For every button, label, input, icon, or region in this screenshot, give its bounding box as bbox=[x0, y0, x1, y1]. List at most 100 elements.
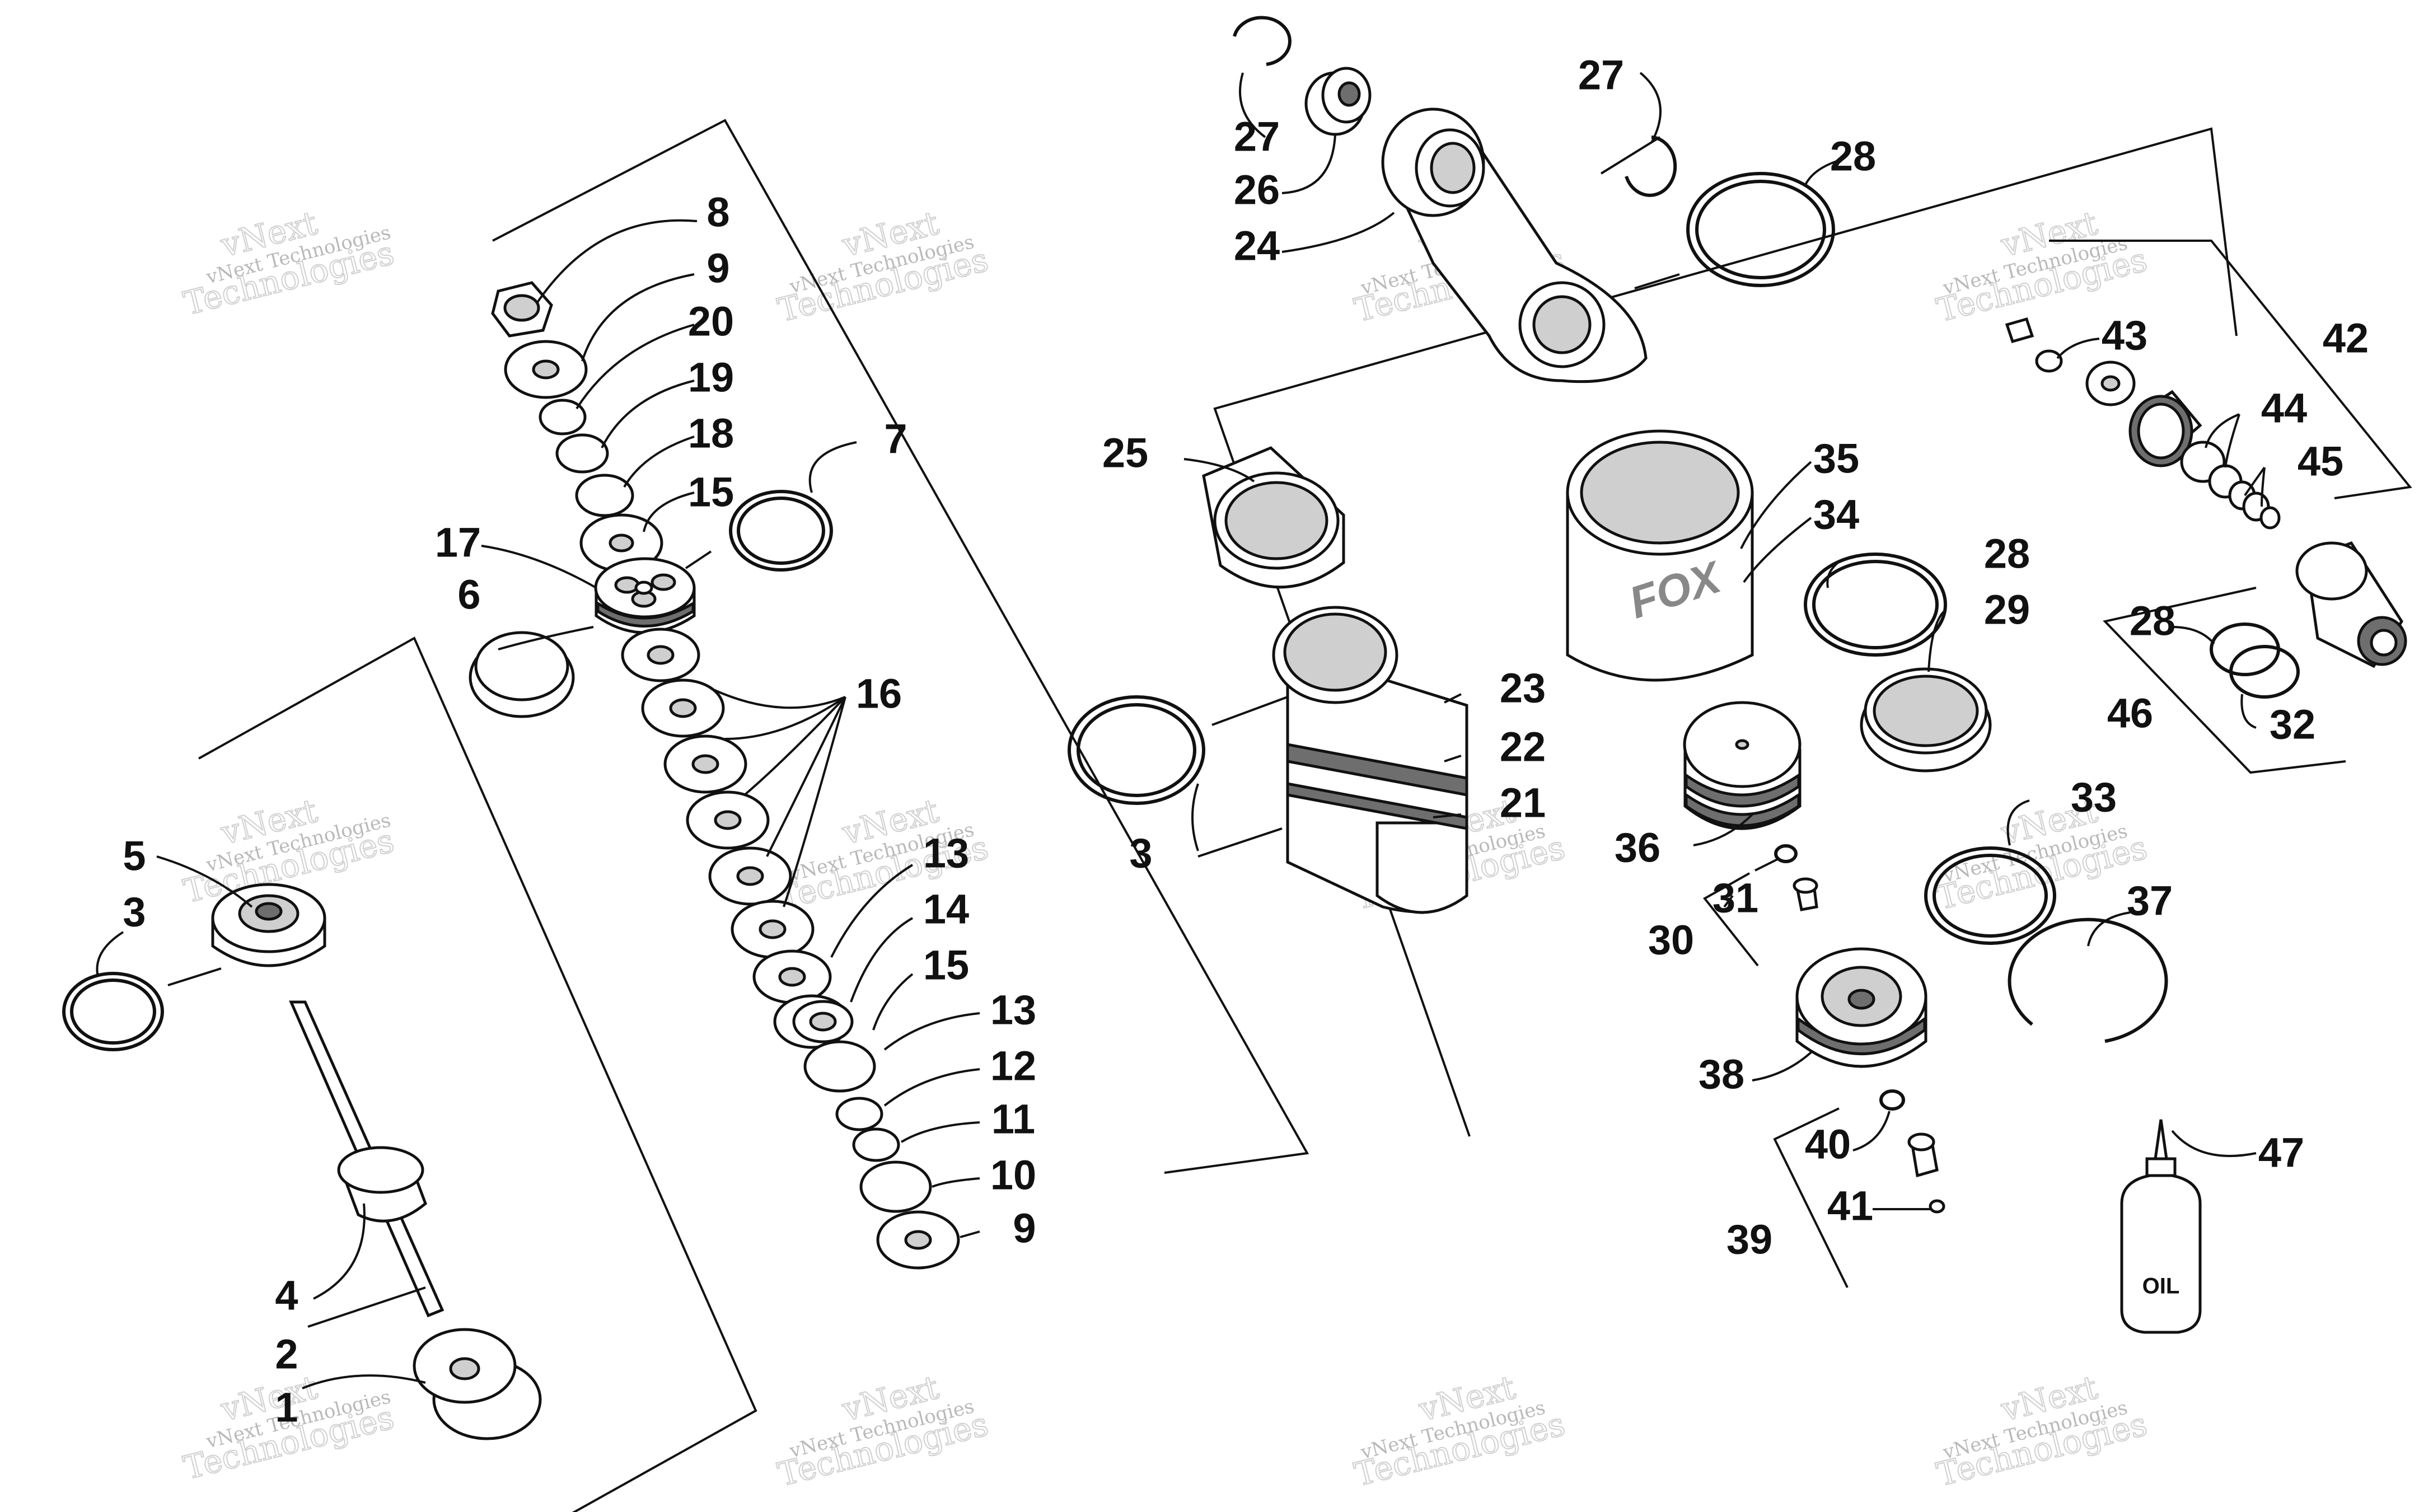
bracket-adjuster-rings bbox=[2103, 587, 2346, 774]
callout-8: 8 bbox=[706, 189, 729, 236]
callout-27-right: 27 bbox=[1578, 52, 1624, 99]
body-assembly: FOX bbox=[1068, 16, 2407, 1334]
callout-46: 46 bbox=[2107, 690, 2153, 737]
callout-16: 16 bbox=[856, 671, 902, 717]
callout-32: 32 bbox=[2270, 701, 2315, 748]
callout-1: 1 bbox=[275, 1384, 298, 1431]
shim-part-19 bbox=[555, 433, 609, 474]
callout-20: 20 bbox=[688, 298, 734, 345]
valve-parts-group-30 bbox=[1774, 844, 1818, 911]
spherical-bearing-part-26 bbox=[1304, 67, 1372, 136]
callout-40: 40 bbox=[1805, 1121, 1851, 1168]
callout-14: 14 bbox=[923, 886, 969, 933]
callout-43: 43 bbox=[2102, 312, 2147, 359]
shock-body-tube bbox=[1272, 606, 1468, 914]
oil-bottle-part-47: OIL bbox=[2120, 1119, 2202, 1334]
shim-part-16-d-hole bbox=[714, 810, 742, 830]
adjuster-assembly-part-42 bbox=[2005, 317, 2407, 699]
callout-4: 4 bbox=[275, 1272, 298, 1319]
o-ring-part-28-mid bbox=[1804, 553, 1947, 657]
callout-26: 26 bbox=[1234, 167, 1280, 213]
shim-part-16-c-hole bbox=[691, 754, 719, 774]
callout-13-top: 13 bbox=[923, 830, 969, 877]
washer-part-15-top-hole bbox=[609, 533, 634, 553]
o-ring-part-7-inner bbox=[737, 497, 825, 565]
callout-25: 25 bbox=[1102, 430, 1148, 476]
callout-9-bottom: 9 bbox=[1013, 1205, 1036, 1252]
spring-part-43 bbox=[2035, 349, 2063, 373]
shaft-part-4 bbox=[289, 1000, 445, 1318]
o-ring-part-3-center-inner bbox=[1077, 703, 1196, 797]
shim-part-16-a-hole bbox=[647, 645, 675, 665]
o-ring-part-33 bbox=[1924, 846, 2056, 945]
washer-part-45-c bbox=[2259, 506, 2281, 530]
callout-41: 41 bbox=[1827, 1183, 1873, 1229]
callout-7: 7 bbox=[884, 416, 907, 462]
o-ring-part-33-inner bbox=[1933, 854, 2048, 938]
callout-11: 11 bbox=[991, 1096, 1035, 1143]
shim-part-13-top-hole bbox=[778, 967, 806, 987]
washer-part-10 bbox=[859, 1160, 932, 1213]
callout-3-left: 3 bbox=[123, 889, 146, 935]
o-ring-part-7 bbox=[729, 490, 833, 572]
callout-5: 5 bbox=[123, 833, 146, 879]
o-ring-part-28-top-inner bbox=[1695, 180, 1826, 279]
o-ring-part-3-inner bbox=[70, 979, 156, 1045]
callout-13-bottom: 13 bbox=[990, 987, 1036, 1033]
callout-18: 18 bbox=[688, 410, 734, 457]
callout-6: 6 bbox=[457, 572, 480, 618]
knob-part-42 bbox=[2128, 390, 2202, 467]
callout-15-bottom: 15 bbox=[923, 942, 969, 989]
bracket-shaft-assembly bbox=[198, 636, 757, 1512]
callout-42: 42 bbox=[2323, 315, 2369, 362]
callout-23: 23 bbox=[1500, 665, 1546, 711]
shaft-assembly bbox=[62, 883, 542, 1440]
bracket-group-39 bbox=[1773, 1107, 1849, 1288]
watermark: vNext Technologies vNext Technologies bbox=[774, 1368, 993, 1494]
callout-38: 38 bbox=[1699, 1051, 1744, 1098]
retaining-ring-part-27-right bbox=[1625, 135, 1677, 197]
callout-30: 30 bbox=[1648, 917, 1694, 963]
o-ring-part-3 bbox=[62, 972, 164, 1051]
o-ring-part-28-mid-inner bbox=[1812, 560, 1939, 649]
callout-31: 31 bbox=[1713, 875, 1758, 921]
bracket-adjuster bbox=[2049, 240, 2412, 499]
watermark: vNext Technologies vNext Technologies bbox=[1350, 1368, 1569, 1494]
nut-part-8 bbox=[491, 281, 553, 338]
watermark: vNext Technologies vNext Technologies bbox=[774, 203, 993, 330]
callout-2: 2 bbox=[275, 1331, 298, 1378]
washer-part-15-bottom-hole bbox=[809, 1012, 837, 1032]
watermark: vNext Technologies vNext Technologies bbox=[179, 203, 398, 323]
bump-cap-part-25 bbox=[1202, 446, 1345, 589]
callout-35: 35 bbox=[1813, 436, 1859, 482]
callout-44: 44 bbox=[2261, 385, 2307, 432]
shim-part-20 bbox=[539, 399, 587, 436]
callout-36: 36 bbox=[1615, 825, 1660, 871]
washer-part-9-top-hole bbox=[532, 359, 560, 380]
callout-45: 45 bbox=[2298, 438, 2343, 485]
callout-33: 33 bbox=[2071, 774, 2117, 821]
callout-10: 10 bbox=[990, 1152, 1036, 1199]
callout-34: 34 bbox=[1813, 491, 1859, 538]
retaining-ring-part-27-top bbox=[1233, 16, 1292, 66]
shim-part-16-e-hole bbox=[736, 866, 764, 886]
bracket-group-30 bbox=[1702, 872, 1759, 967]
shim-part-12 bbox=[835, 1097, 883, 1131]
end-cap-part-38 bbox=[1795, 947, 1927, 1068]
leader-lines bbox=[96, 72, 2266, 1389]
bracket-valving-stack bbox=[492, 119, 1309, 1174]
shaft-eye-part-1 bbox=[413, 1328, 542, 1440]
callout-28-adjuster: 28 bbox=[2130, 598, 2175, 644]
watermark: vNext Technologies vNext Technologies bbox=[1933, 203, 2151, 330]
callout-27-left: 27 bbox=[1234, 114, 1280, 160]
shim-part-16-b-hole bbox=[669, 698, 697, 718]
washer-part-9-bottom-hole bbox=[904, 1230, 932, 1250]
callout-labels: 1 2 3 3 4 5 6 7 8 9 9 10 11 12 13 13 14 … bbox=[123, 52, 2369, 1431]
o-ring-part-32 bbox=[2229, 645, 2300, 699]
piston-ring-part-6 bbox=[469, 631, 575, 718]
adjuster-body-part-46 bbox=[2295, 541, 2407, 668]
o-ring-part-3-center bbox=[1068, 695, 1205, 805]
callout-22: 22 bbox=[1500, 724, 1546, 770]
callout-15-top: 15 bbox=[688, 469, 734, 516]
